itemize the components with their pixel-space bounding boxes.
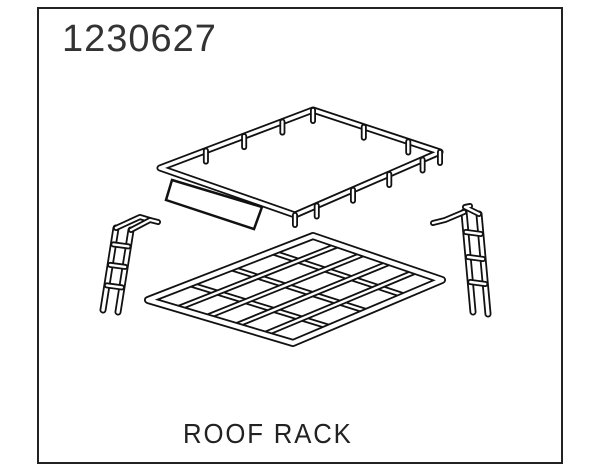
tube (469, 280, 487, 286)
tube (175, 243, 340, 310)
tube (477, 212, 490, 316)
tube (145, 233, 445, 346)
tube (464, 230, 482, 236)
tube (112, 243, 130, 248)
roof-rack-grid-base (144, 232, 446, 347)
tube (101, 226, 118, 312)
tube (108, 263, 127, 269)
tube (233, 261, 392, 327)
part-caption: ROOF RACK (183, 418, 353, 449)
tube (105, 284, 124, 289)
tube (262, 270, 418, 336)
tube (431, 210, 466, 225)
tube (188, 282, 332, 329)
rack-panel (164, 178, 264, 231)
part-number: 1230627 (62, 18, 217, 60)
ladder-left (99, 214, 161, 316)
tube (462, 210, 475, 314)
roof-rack-top-frame (156, 106, 444, 231)
tube (229, 266, 369, 313)
tube (204, 252, 366, 319)
ladder-right (430, 203, 492, 318)
tube (463, 204, 481, 216)
diagram-frame (37, 7, 563, 464)
tube (466, 255, 485, 261)
tube (129, 218, 160, 232)
